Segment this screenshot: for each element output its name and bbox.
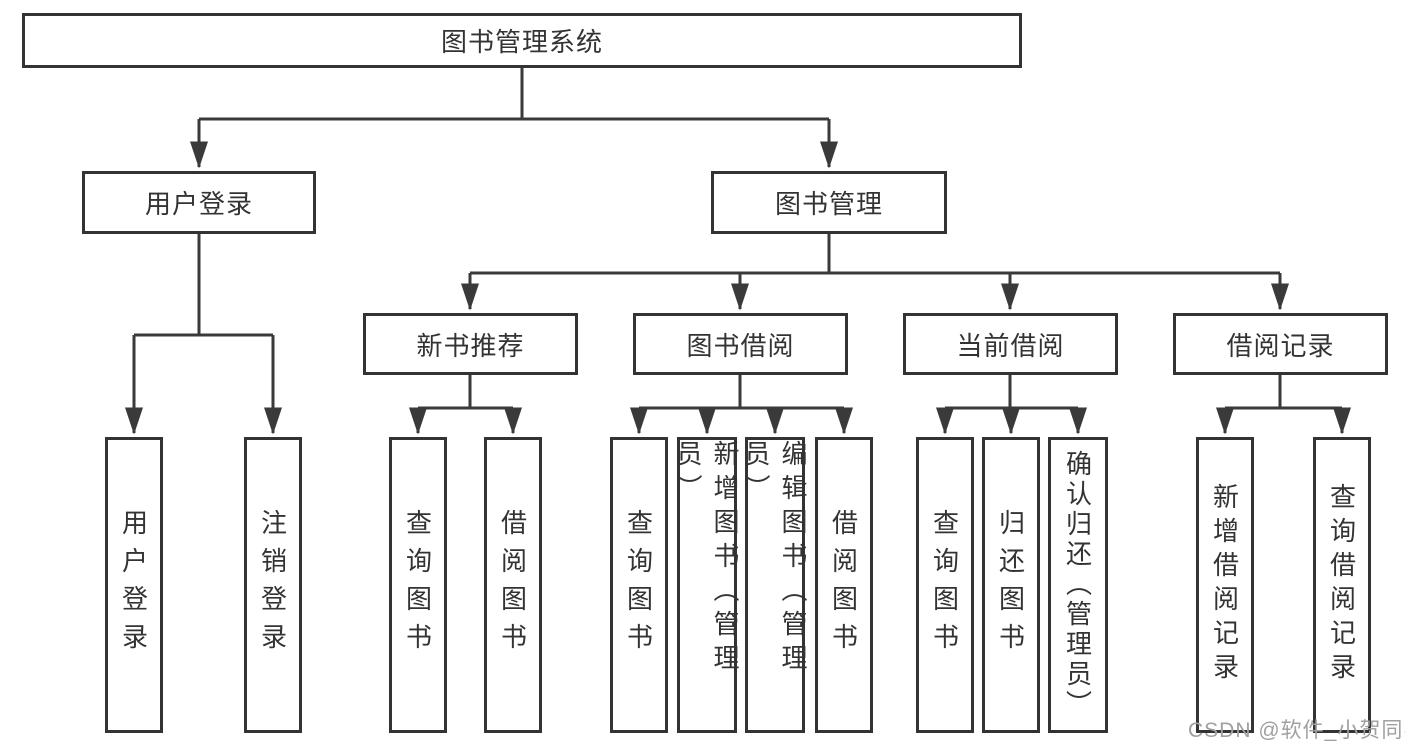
leaf-current-confirm-return-admin: 确认归还（管理员） [1048,437,1108,733]
watermark: CSDN @软件_小贺同学 [1188,719,1405,742]
leaf-borrow-borrow-books: 借阅图书 [815,437,873,733]
node-user-login: 用户登录 [82,171,316,234]
node-borrow-records: 借阅记录 [1173,313,1388,375]
leaf-user-login: 用户登录 [105,437,163,733]
leaf-borrow-query-books: 查询图书 [610,437,668,733]
leaf-records-add-record: 新增借阅记录 [1196,437,1254,733]
leaf-current-query-books: 查询图书 [916,437,974,733]
node-book-borrow: 图书借阅 [633,313,848,375]
leaf-borrow-add-books-admin: 新增图书（管理员） [673,437,740,733]
leaf-borrow-edit-books-admin: 编辑图书（管理员） [741,437,808,733]
leaf-current-return-books: 归还图书 [982,437,1040,733]
node-new-book-recommend: 新书推荐 [363,313,578,375]
node-root: 图书管理系统 [22,13,1022,68]
leaf-newbook-borrow-books: 借阅图书 [484,437,542,733]
node-current-borrow: 当前借阅 [903,313,1118,375]
leaf-records-query-record: 查询借阅记录 [1313,437,1371,733]
leaf-logout: 注销登录 [244,437,302,733]
node-book-management: 图书管理 [711,171,947,234]
leaf-newbook-query-books: 查询图书 [389,437,447,733]
